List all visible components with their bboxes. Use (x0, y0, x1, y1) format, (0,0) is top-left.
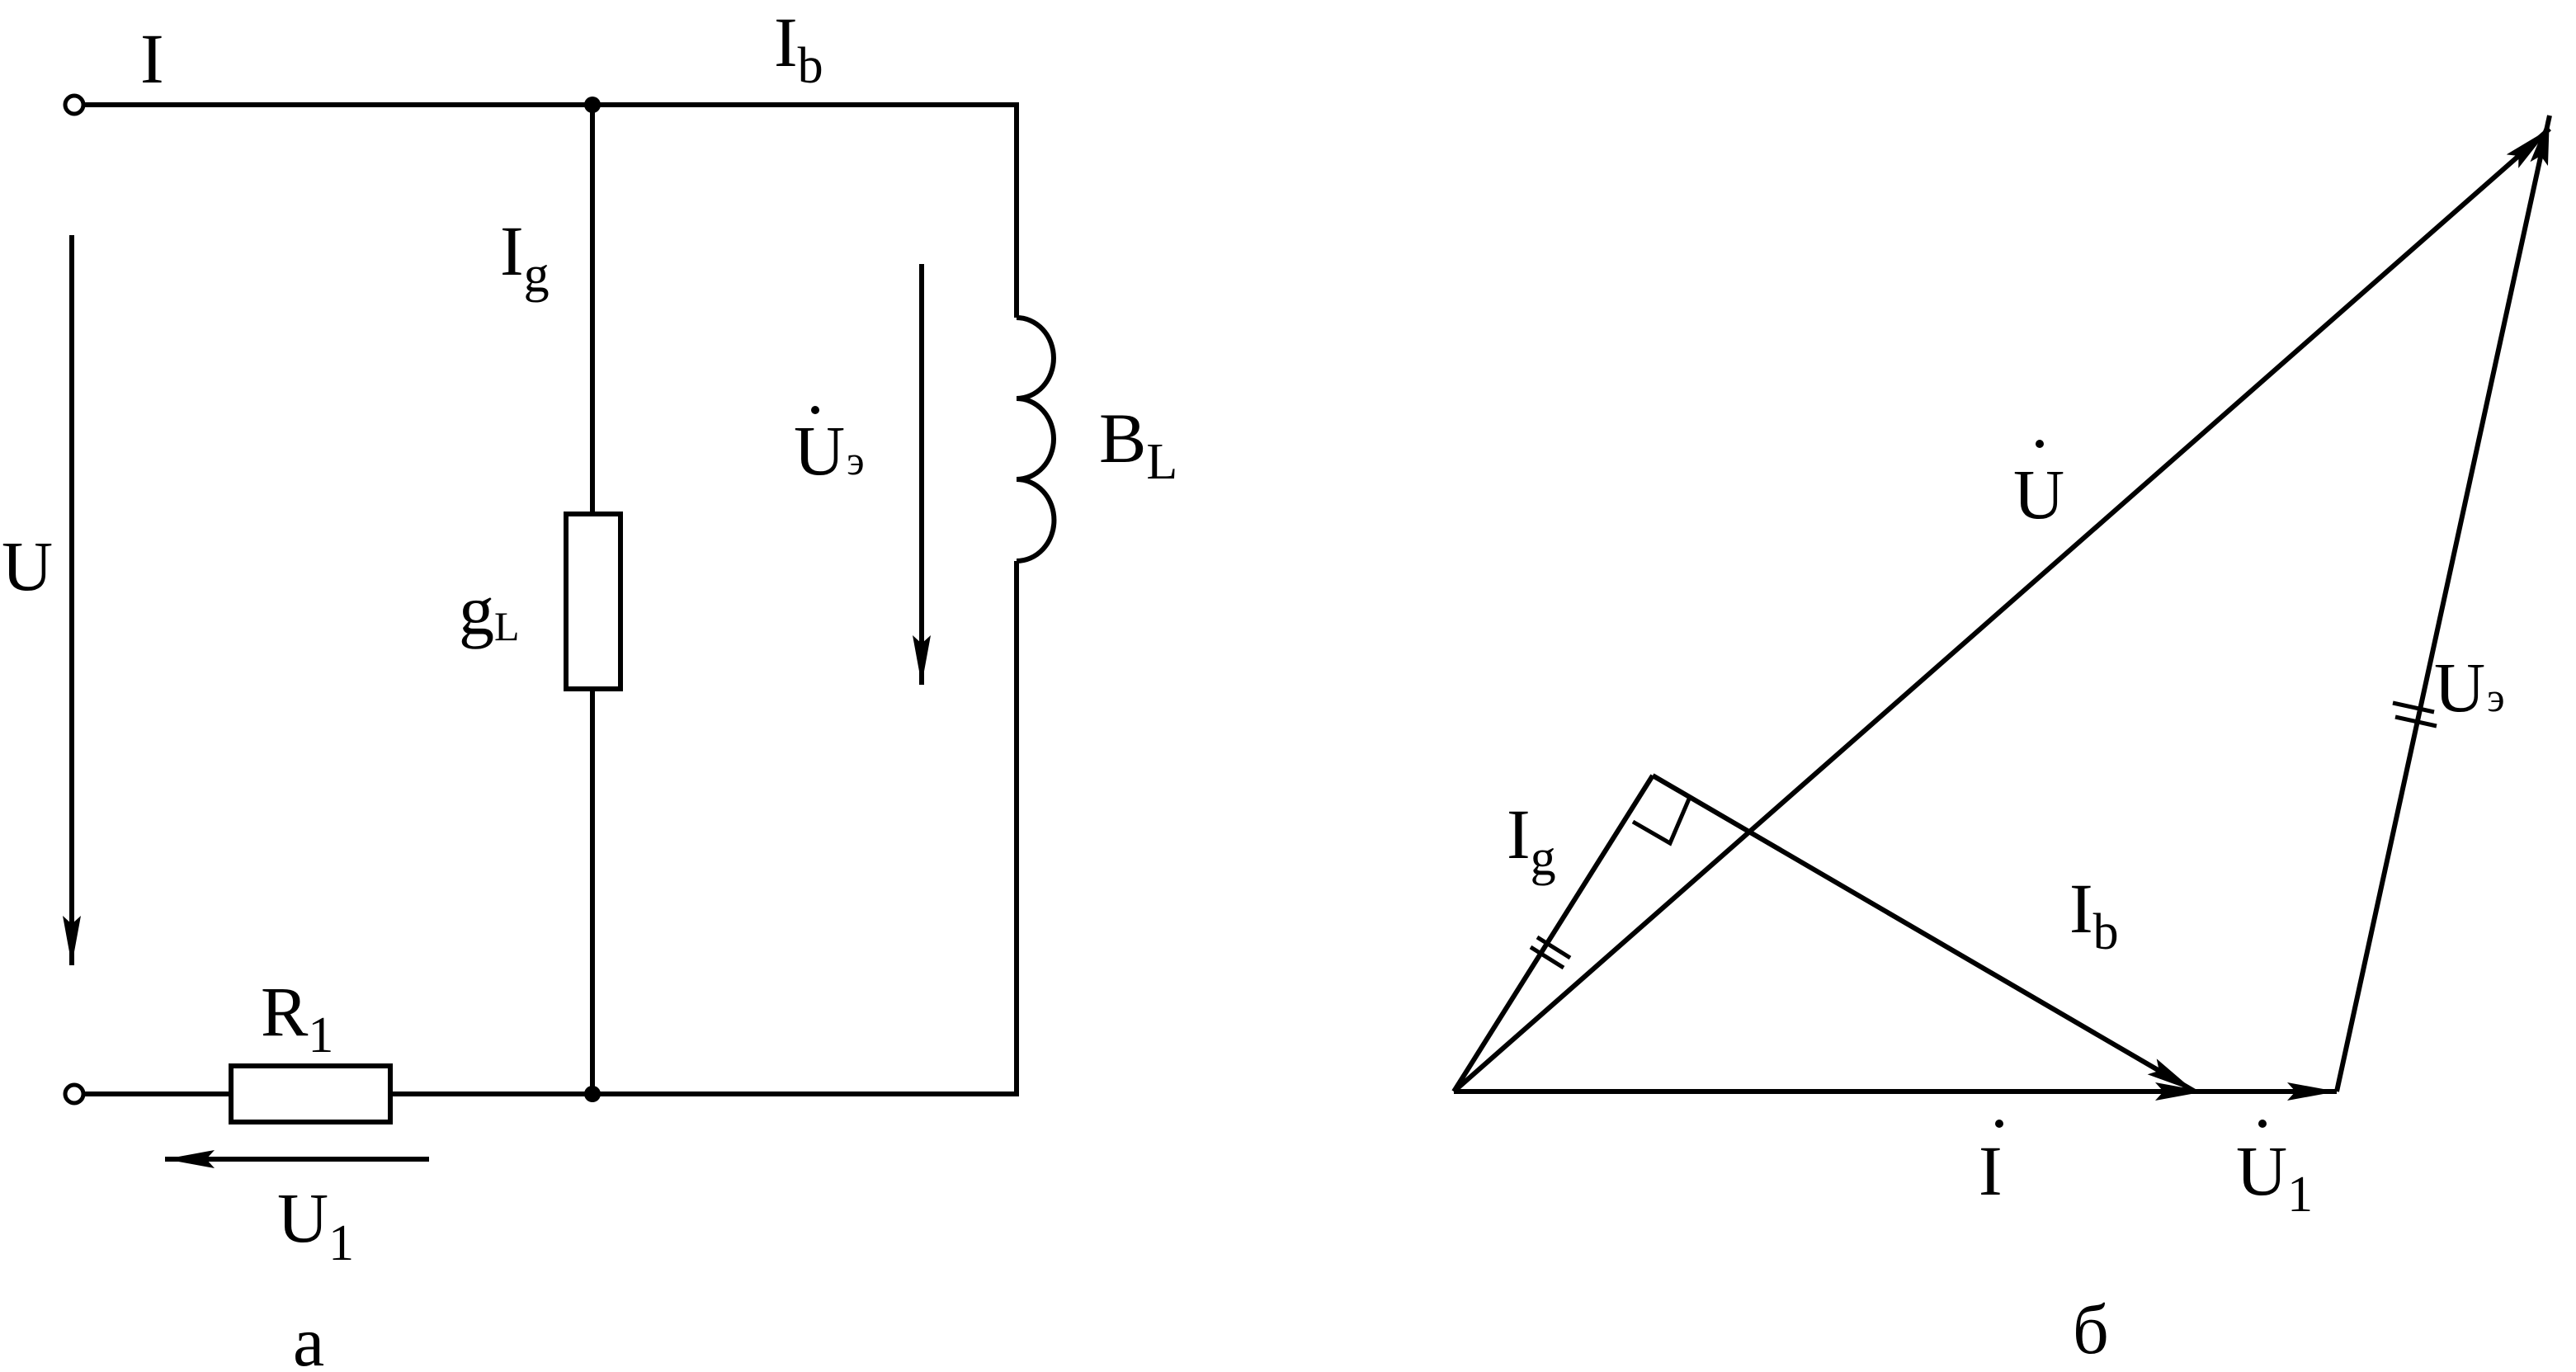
label-r1: R1 (261, 972, 333, 1063)
dot-ue-circuit (811, 406, 819, 414)
label-ig: Ig (500, 211, 550, 303)
top-wire (83, 102, 1019, 318)
top-junction (584, 97, 601, 113)
label-ue-circuit: Uэ (794, 411, 865, 490)
circuit-diagram: I Ib Ig U Uэ gL BL R1 U1 а (2, 2, 1177, 1372)
label-i-input: I (140, 19, 164, 98)
label-ib: Ib (774, 2, 823, 94)
label-u-phasor: U (2013, 455, 2064, 534)
top-terminal (63, 93, 86, 116)
label-u1-phasor: U1 (2236, 1131, 2313, 1223)
dot-u-phasor (2036, 440, 2044, 448)
label-gl: gL (459, 570, 520, 649)
bottom-terminal (63, 1082, 86, 1106)
dot-i-phasor (1995, 1120, 2003, 1128)
caption-b: б (2073, 1289, 2109, 1369)
label-u: U (2, 526, 53, 606)
vector-ue (2334, 115, 2552, 1092)
tick-marks-ue (2392, 700, 2437, 728)
inductor-bl (1016, 315, 1057, 563)
bottom-junction (584, 1086, 601, 1102)
caption-a: а (293, 1302, 324, 1372)
conductance-gl (564, 512, 623, 691)
phasor-diagram: U Uэ Ig Ib I U1 б (1451, 115, 2552, 1369)
dot-u1-phasor (2258, 1120, 2267, 1128)
right-angle-mark (1631, 796, 1692, 846)
label-ig-phasor: Ig (1507, 794, 1556, 886)
label-u1-circuit: U1 (277, 1178, 354, 1271)
vector-ib (1651, 773, 2196, 1094)
vector-u (1452, 126, 2551, 1094)
resistor-r1 (229, 1063, 393, 1124)
label-bl: BL (1099, 398, 1177, 490)
label-i-phasor: I (1979, 1131, 2003, 1210)
vector-ig (1451, 774, 1655, 1093)
label-ue-phasor: Uэ (2434, 648, 2505, 727)
tick-marks-ig (1529, 935, 1572, 970)
label-ib-phasor: Ib (2069, 869, 2119, 960)
